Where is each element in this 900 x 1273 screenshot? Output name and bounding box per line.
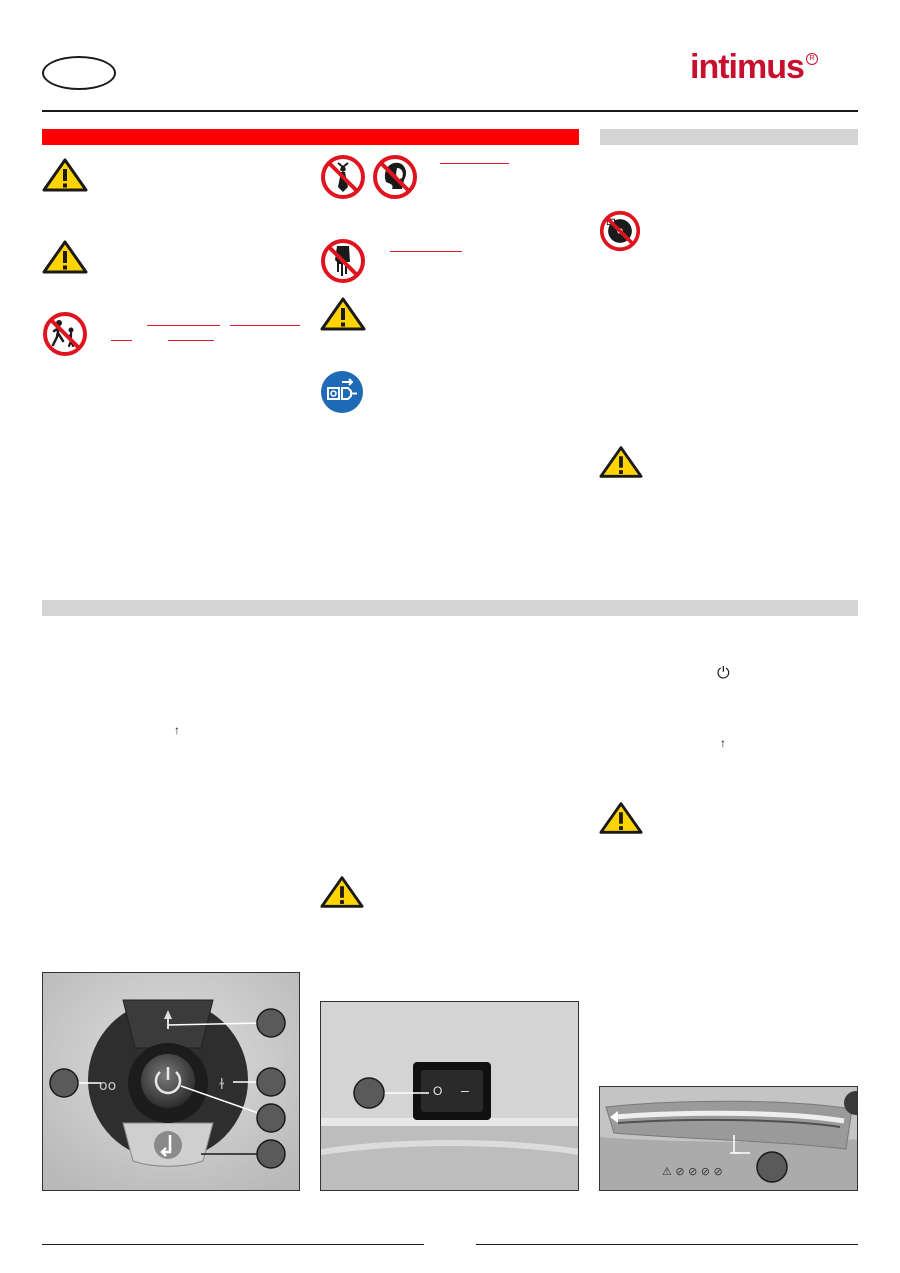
rocker-switch-photo: O –	[320, 1001, 579, 1191]
link-underline	[440, 163, 509, 164]
header-rule	[42, 110, 858, 112]
brand-logo: intimus	[690, 48, 805, 86]
feed-slot-illustration: ⚠ ⊘ ⊘ ⊘ ⊘	[600, 1087, 857, 1190]
no-hand-icon	[321, 239, 365, 283]
no-cd-icon	[599, 210, 641, 252]
link-underline	[111, 340, 132, 341]
link-underline	[147, 325, 220, 326]
language-badge	[42, 56, 116, 90]
warning-triangle-icon	[599, 446, 643, 478]
info-section-bar	[600, 129, 858, 145]
control-panel-illustration: oo ɫ	[43, 973, 299, 1190]
link-underline	[168, 340, 214, 341]
control-panel-photo: oo ɫ	[42, 972, 300, 1191]
no-children-icon	[43, 312, 87, 356]
no-long-hair-icon	[373, 155, 417, 199]
footer-rule-left	[42, 1244, 424, 1245]
registered-mark: R	[806, 53, 818, 65]
safety-section-bar	[42, 129, 579, 145]
warning-triangle-icon	[599, 802, 643, 834]
link-underline	[230, 325, 300, 326]
svg-text:oo: oo	[99, 1078, 116, 1094]
footer-rule-right	[476, 1244, 858, 1245]
feed-slot-photo: ⚠ ⊘ ⊘ ⊘ ⊘	[599, 1086, 858, 1191]
warning-triangle-icon	[320, 297, 366, 331]
operation-section-bar	[42, 600, 858, 616]
switch-on-mark: –	[461, 1082, 469, 1098]
warning-triangle-icon	[320, 876, 364, 908]
svg-text:ɫ: ɫ	[219, 1077, 225, 1093]
power-symbol-icon: ⏻	[717, 663, 730, 682]
warning-triangle-icon	[42, 158, 88, 192]
link-underline	[390, 251, 462, 252]
no-tie-icon	[321, 155, 365, 199]
forward-arrow-icon: ↑	[174, 723, 180, 737]
unplug-mandatory-icon	[321, 371, 363, 413]
rocker-switch-illustration	[321, 1002, 578, 1190]
forward-arrow-icon: ↑	[720, 736, 726, 750]
svg-text:⚠ ⊘ ⊘ ⊘ ⊘: ⚠ ⊘ ⊘ ⊘ ⊘	[662, 1165, 723, 1178]
warning-triangle-icon	[42, 240, 88, 274]
switch-off-mark: O	[433, 1084, 443, 1098]
